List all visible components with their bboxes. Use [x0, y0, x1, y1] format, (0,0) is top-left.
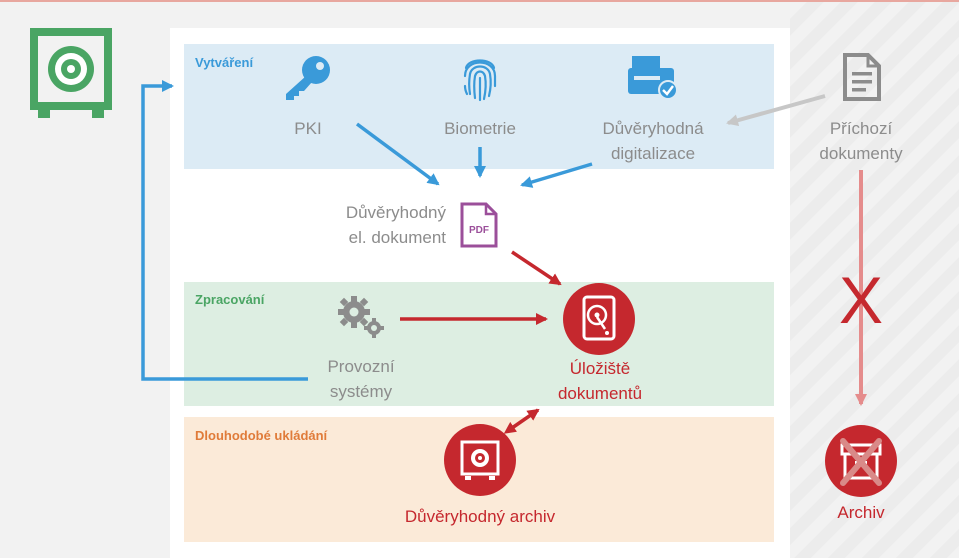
creation-section-title: Vytváření	[195, 55, 254, 70]
operational-systems-label: Provozní systémy	[300, 354, 422, 404]
pki-label: PKI	[294, 119, 322, 138]
blocked-mark: X	[839, 263, 883, 337]
operational-line1: Provozní	[327, 357, 395, 376]
trusted-document-line2: el. dokument	[348, 228, 446, 247]
processing-section-title: Zpracování	[195, 292, 265, 307]
incoming-line2: dokumenty	[819, 144, 903, 163]
archive-box-icon	[825, 425, 897, 497]
storage-line1: Úložiště	[569, 359, 631, 378]
operational-line2: systémy	[329, 382, 393, 401]
incoming-documents-label: Příchozí dokumenty	[800, 116, 922, 166]
archive-label: Archiv	[837, 503, 885, 522]
trusted-archive-label: Důvěryhodný archiv	[404, 507, 556, 526]
trusted-document-label: Důvěryhodný el. dokument	[306, 200, 446, 250]
safe-icon	[444, 424, 516, 496]
pki-arrow	[355, 122, 440, 186]
document-storage-label: Úložiště dokumentů	[530, 356, 670, 406]
fingerprint-icon	[463, 59, 497, 102]
trusted-digitization-label: Důvěryhodná digitalizace	[583, 116, 723, 166]
digitization-arrow	[520, 162, 593, 188]
gears-icon	[338, 296, 384, 338]
storage-line2: dokumentů	[557, 384, 643, 403]
feedback-loop-arrow	[141, 80, 308, 381]
document-to-storage-arrow	[511, 250, 562, 286]
processing-band	[184, 282, 774, 406]
trusted-digitization-line2: digitalizace	[610, 144, 696, 163]
key-icon	[286, 56, 330, 100]
document-icon	[843, 53, 881, 101]
pdf-badge: PDF	[469, 225, 489, 236]
pdf-file-icon: PDF	[460, 202, 498, 248]
hard-drive-icon	[563, 283, 635, 355]
biometrics-label: Biometrie	[444, 119, 516, 138]
incoming-arrow	[726, 94, 826, 127]
storage-archive-arrow	[503, 408, 540, 434]
vault-logo-icon	[30, 28, 112, 118]
scanner-icon	[628, 56, 678, 100]
trusted-digitization-line1: Důvěryhodná	[602, 119, 704, 138]
incoming-line1: Příchozí	[829, 119, 893, 138]
top-rule	[0, 0, 959, 2]
long-term-section-title: Dlouhodobé ukládání	[195, 428, 328, 443]
trusted-document-line1: Důvěryhodný	[345, 203, 446, 222]
